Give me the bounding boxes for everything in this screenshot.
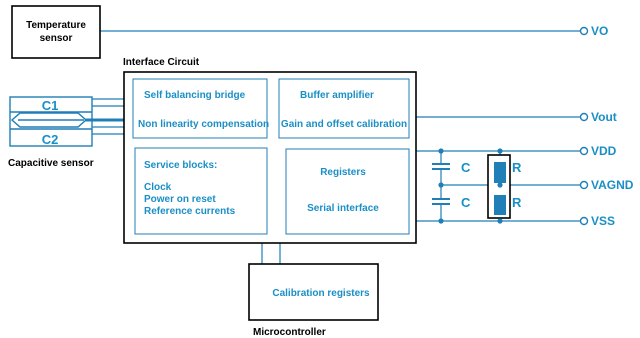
microcontroller-label: Microcontroller	[253, 327, 326, 338]
junction-dot	[438, 182, 444, 188]
capacitor-top	[432, 163, 450, 170]
capacitive-sensor-frame	[9, 96, 93, 147]
resistor-bottom-label: R	[512, 195, 522, 210]
calibration-registers-label: Calibration registers	[272, 288, 370, 299]
junction-dot	[497, 218, 503, 224]
terminal-vss	[579, 216, 589, 226]
terminal-vagnd	[579, 180, 589, 190]
temperature-sensor-label-1: Temperature	[26, 20, 86, 31]
interface-circuit-box	[123, 71, 417, 244]
resistor-top-label: R	[512, 160, 522, 175]
temperature-sensor-label-2: sensor	[40, 33, 73, 44]
junction-dot	[438, 148, 444, 154]
pin-label-vss: VSS	[591, 214, 615, 228]
resistor-bottom	[494, 195, 506, 215]
junction-dot	[497, 182, 503, 188]
block-service	[134, 147, 268, 235]
terminal-vdd	[579, 146, 589, 156]
temperature-sensor-box	[11, 5, 101, 59]
pin-label-vo: VO	[591, 24, 608, 38]
junction-dots	[438, 148, 503, 224]
block-service-title: Service blocks:	[144, 160, 217, 171]
block-service-item: Clock	[144, 182, 172, 193]
capacitor-bottom-label: C	[461, 195, 471, 210]
capacitor-label-c2: C2	[42, 132, 59, 147]
block-registers-label-2: Serial interface	[307, 203, 379, 214]
block-bridge-label-1: Self balancing bridge	[144, 90, 246, 101]
junction-dot	[497, 148, 503, 154]
terminal-vo	[579, 26, 589, 36]
pin-label-vdd: VDD	[591, 144, 617, 158]
pin-label-vagnd: VAGND	[591, 178, 634, 192]
block-bridge	[132, 78, 268, 139]
pin-label-vout: Vout	[591, 110, 617, 124]
block-buffer-label-1: Buffer amplifier	[300, 90, 374, 101]
terminals	[579, 26, 589, 226]
junction-dot	[438, 218, 444, 224]
terminal-vout	[579, 112, 589, 122]
capacitive-sensor-symbol	[9, 96, 93, 147]
block-registers-label-1: Registers	[320, 167, 366, 178]
block-buffer-label-2: Gain and offset calibration	[281, 119, 407, 130]
block-service-item: Reference currents	[144, 206, 236, 217]
resistor-top	[494, 162, 506, 183]
interface-circuit-title: Interface Circuit	[123, 57, 200, 68]
block-bridge-label-2: Non linearity compensation	[138, 119, 269, 130]
capacitor-label-c1: C1	[42, 98, 59, 113]
block-service-item: Power on reset	[144, 194, 216, 205]
capacitive-sensor-label: Capacitive sensor	[8, 158, 94, 169]
microcontroller-box	[248, 263, 379, 321]
block-registers	[285, 148, 410, 235]
capacitor-top-label: C	[461, 160, 471, 175]
block-buffer	[278, 78, 410, 139]
capacitor-bottom	[432, 198, 450, 205]
